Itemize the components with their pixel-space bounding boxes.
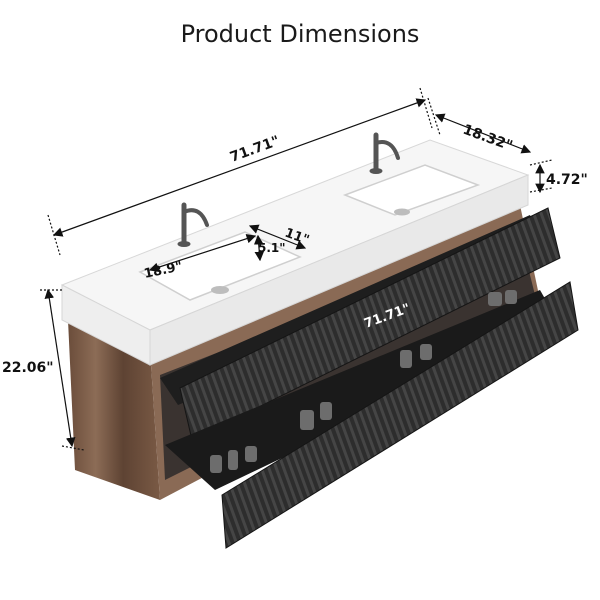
right-drain: [394, 208, 410, 216]
overall-width-line: [52, 98, 427, 237]
basin-width-line: [148, 234, 257, 272]
depth-line: [434, 113, 532, 154]
height-line: [44, 288, 76, 448]
depth-label: 18.32": [461, 122, 515, 155]
lower-drawer-box: [165, 290, 560, 490]
top-thickness-label: 4.72": [546, 172, 588, 188]
height-label: 22.06": [2, 360, 54, 376]
drawer-contents: [210, 290, 517, 473]
left-drain: [211, 286, 229, 294]
upper-drawer-front: [179, 207, 561, 441]
page-title: Product Dimensions: [180, 20, 420, 48]
lower-drawer-front: [221, 281, 579, 549]
wood-side-panel: [68, 320, 160, 500]
basin-height-label: 5.1": [258, 241, 286, 255]
overall-width-label: 71.71": [228, 133, 282, 166]
basin-height-line: [253, 234, 265, 262]
basin-depth-line: [248, 224, 307, 250]
